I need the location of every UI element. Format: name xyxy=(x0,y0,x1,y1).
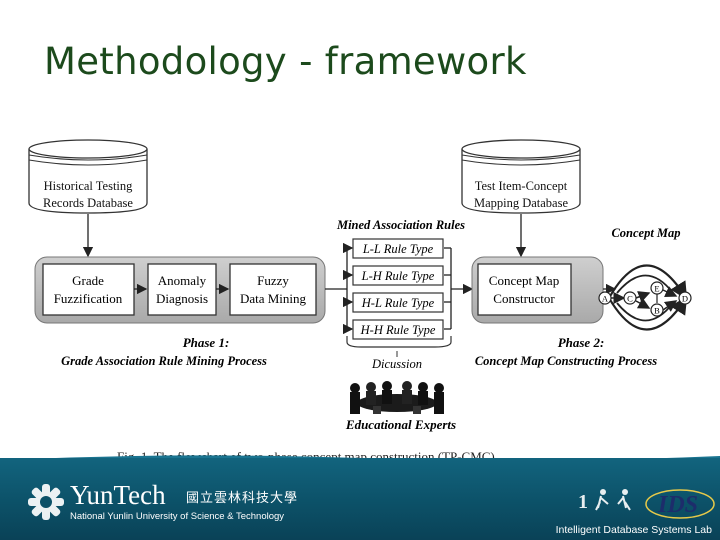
educational-experts-image xyxy=(347,381,447,415)
historical-records-database: Historical Testing Records Database xyxy=(28,139,148,214)
lab-name: Intelligent Database Systems Lab xyxy=(555,524,712,536)
rule-ll: L-L Rule Type xyxy=(352,238,444,259)
yuntech-chinese-name: 國立雲林科技大學 xyxy=(186,490,299,505)
svg-text:Fuzzification: Fuzzification xyxy=(54,291,123,306)
test-item-db-line2: Mapping Database xyxy=(474,196,569,210)
phase2-name: Concept Map Constructing Process xyxy=(475,354,657,368)
yuntech-name: YunTech xyxy=(70,480,166,510)
test-item-concept-database: Test Item-Concept Mapping Database xyxy=(461,139,581,214)
historical-db-line1: Historical Testing xyxy=(44,179,134,193)
runner-icons: 1 xyxy=(578,489,631,513)
step-grade-fuzzification: Grade Fuzzification xyxy=(42,263,135,316)
svg-text:Data Mining: Data Mining xyxy=(240,291,307,306)
historical-db-line2: Records Database xyxy=(43,196,133,210)
yuntech-logo: YunTech 國立雲林科技大學 National Yunlin Univers… xyxy=(26,480,326,528)
concept-map-constructor: Concept Map Constructor xyxy=(477,263,572,316)
svg-text:Constructor: Constructor xyxy=(493,291,555,306)
test-item-db-line1: Test Item-Concept xyxy=(475,179,568,193)
experts-label: Educational Experts xyxy=(345,417,456,432)
svg-text:Fuzzy: Fuzzy xyxy=(257,273,289,288)
yuntech-emblem-icon xyxy=(28,484,64,520)
svg-text:H-L Rule Type: H-L Rule Type xyxy=(361,296,435,310)
node-d: D xyxy=(682,294,688,304)
phase1-name: Grade Association Rule Mining Process xyxy=(61,354,267,368)
rule-hl: H-L Rule Type xyxy=(352,292,444,313)
step-anomaly-diagnosis: Anomaly Diagnosis xyxy=(147,263,217,316)
discussion-label: Dicussion xyxy=(371,357,422,371)
ids-logo-text: IDS xyxy=(657,492,698,518)
svg-text:Grade: Grade xyxy=(72,273,104,288)
framework-diagram: Historical Testing Records Database Test… xyxy=(28,139,692,464)
svg-text:1: 1 xyxy=(578,491,588,513)
yuntech-english-name: National Yunlin University of Science & … xyxy=(70,511,285,522)
svg-text:Anomaly: Anomaly xyxy=(158,273,207,288)
node-c: C xyxy=(627,294,633,304)
rules-title: Mined Association Rules xyxy=(336,218,465,232)
svg-text:L-L Rule Type: L-L Rule Type xyxy=(362,242,434,256)
node-a: A xyxy=(602,294,609,304)
svg-text:Concept Map: Concept Map xyxy=(489,273,559,288)
svg-text:Diagnosis: Diagnosis xyxy=(156,291,208,306)
rule-lh: L-H Rule Type xyxy=(352,265,444,286)
lab-logo: 1 IDS xyxy=(578,489,715,519)
svg-text:H-H Rule Type: H-H Rule Type xyxy=(360,323,436,337)
phase2-label: Phase 2: xyxy=(558,335,605,350)
concept-map-graph: A C E B D xyxy=(598,264,692,331)
slide-title: Methodology - framework xyxy=(44,40,527,83)
rule-hh: H-H Rule Type xyxy=(352,319,444,340)
node-e: E xyxy=(654,284,659,294)
framework-figure: Historical Testing Records Database Test… xyxy=(21,133,699,466)
concept-map-title: Concept Map xyxy=(611,226,680,240)
svg-text:L-H Rule Type: L-H Rule Type xyxy=(361,269,435,283)
phase1-label: Phase 1: xyxy=(183,335,230,350)
node-b: B xyxy=(654,306,660,316)
step-fuzzy-data-mining: Fuzzy Data Mining xyxy=(229,263,317,316)
